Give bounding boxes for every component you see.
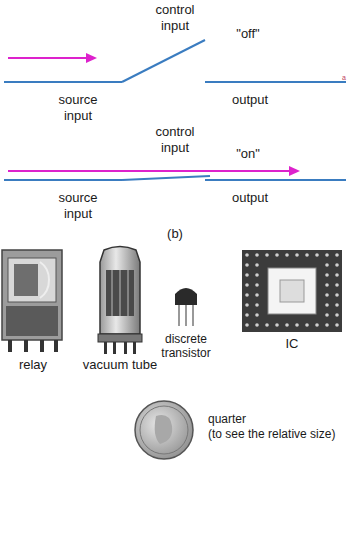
ic-pin (255, 293, 259, 297)
ic-pin (335, 253, 339, 257)
ic-pin (245, 263, 249, 267)
ic-pin (325, 323, 329, 327)
ic-pin (255, 253, 259, 257)
signal-arrow (8, 166, 300, 176)
ic-pin (255, 303, 259, 307)
ic-pin (335, 323, 339, 327)
control-label: control input (147, 124, 203, 156)
ic-pin (245, 273, 249, 277)
ic-pin (255, 283, 259, 287)
source-label: source input (49, 190, 107, 222)
transistor-photo (175, 288, 197, 326)
ic-pin (325, 253, 329, 257)
ic-pin (285, 323, 289, 327)
ic-pin (325, 313, 329, 317)
signal-arrow (8, 53, 97, 63)
ic-pin (315, 253, 319, 257)
ic-pin (335, 273, 339, 277)
ic-pin (245, 323, 249, 327)
part-label: IC (272, 336, 312, 352)
control-label: control input (147, 2, 203, 34)
part-label: relay (3, 357, 63, 373)
ic-pin (265, 323, 269, 327)
output-label: output (215, 190, 285, 206)
ic-pin (325, 303, 329, 307)
output-label: output (215, 92, 285, 108)
ic-pin (325, 293, 329, 297)
footnote-mark: a (338, 74, 350, 82)
ic-pin (335, 313, 339, 317)
relay-photo (2, 250, 62, 352)
part-label: vacuum tube (75, 357, 165, 373)
switch-off (4, 40, 346, 82)
ic-pin (255, 263, 259, 267)
ic-pin (335, 263, 339, 267)
ic-pin (255, 323, 259, 327)
ic-pin (275, 323, 279, 327)
ic-pin (265, 253, 269, 257)
ic-pin (285, 253, 289, 257)
ic-photo (242, 250, 342, 332)
quarter-photo (135, 401, 193, 459)
state-label: "on" (218, 146, 278, 162)
ic-pin (335, 283, 339, 287)
ic-pin (255, 313, 259, 317)
ic-pin (255, 273, 259, 277)
vacuum-tube-photo (98, 247, 142, 355)
figure-label: (b) (155, 226, 195, 242)
ic-pin (305, 253, 309, 257)
source-label: source input (49, 92, 107, 124)
ic-pin (245, 253, 249, 257)
note-label: quarter (208, 412, 348, 426)
ic-pin (305, 323, 309, 327)
ic-pin (335, 293, 339, 297)
ic-pin (245, 303, 249, 307)
state-label: "off" (218, 26, 278, 42)
ic-pin (275, 253, 279, 257)
ic-pin (245, 283, 249, 287)
part-label: discrete transistor (150, 332, 222, 360)
ic-pin (315, 323, 319, 327)
ic-pin (325, 273, 329, 277)
ic-pin (295, 323, 299, 327)
ic-pin (325, 283, 329, 287)
ic-pin (245, 293, 249, 297)
ic-pin (335, 303, 339, 307)
ic-pin (295, 253, 299, 257)
note-label: (to see the relative size) (208, 427, 350, 441)
ic-pin (245, 313, 249, 317)
ic-pin (325, 263, 329, 267)
switch-on (4, 176, 346, 180)
